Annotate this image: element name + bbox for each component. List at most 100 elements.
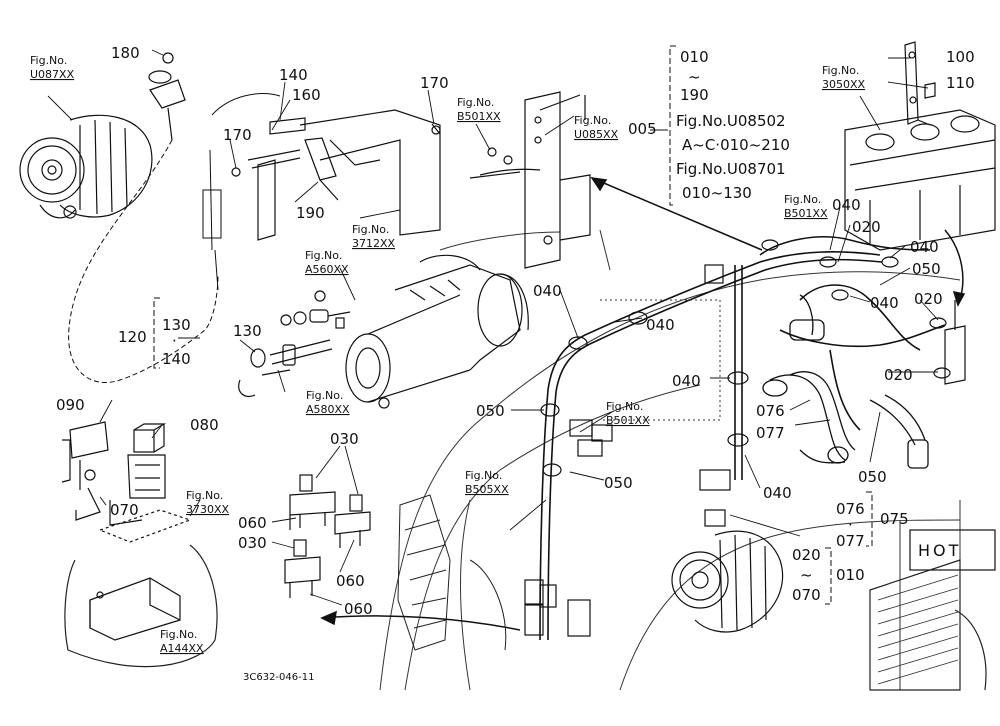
part-180: 180: [111, 44, 140, 62]
bracket-005-line1: 010: [680, 48, 709, 66]
part-060c: 060: [344, 600, 373, 618]
fig-a144-code: A144XX: [160, 642, 204, 655]
part-030a: 030: [330, 430, 359, 448]
bracket-005-line3: 190: [680, 86, 709, 104]
part-040b: 040: [646, 316, 675, 334]
bracket-005-code: 005: [628, 120, 657, 138]
part-040g: 040: [870, 294, 899, 312]
leader-lines: [47, 49, 939, 606]
part-140: 140: [279, 66, 308, 84]
part-020c: 020: [884, 366, 913, 384]
fig-a560-label: Fig.No.: [305, 249, 342, 262]
part-040f: 040: [910, 238, 939, 256]
fig-3712-label: Fig.No.: [352, 223, 389, 236]
bracket-120-dot: ·: [172, 332, 177, 350]
bracket-075-dot: ·: [848, 516, 853, 534]
fig-b501-right-code: B501XX: [784, 207, 828, 220]
bracket-005-line2: ~: [688, 68, 701, 86]
starter-bolts: [238, 290, 351, 398]
bracket-100-110: [904, 41, 936, 126]
fig-b501-mid-label: Fig.No.: [606, 400, 643, 413]
part-050d: 050: [858, 468, 887, 486]
part-020a: 020: [852, 218, 881, 236]
part-076: 076: [756, 402, 785, 420]
alternator-top-left: [19, 114, 153, 219]
part-170a: 170: [223, 126, 252, 144]
group-brackets: [153, 45, 873, 605]
bracket-010-code: 010: [836, 566, 865, 584]
part-020b: 020: [914, 290, 943, 308]
hoses-right: [762, 294, 929, 469]
fig-3050-code: 3050XX: [822, 78, 866, 91]
fig-u087-code: U087XX: [30, 68, 75, 81]
bracket-a144-inset: [64, 509, 218, 668]
part-040d: 040: [763, 484, 792, 502]
part-060a: 060: [238, 514, 267, 532]
hot-panel: [869, 529, 996, 691]
bracket-005-line6: Fig.No.U08701: [676, 160, 786, 178]
labels: 180 140 160 170 170 190 130 090 080 070 …: [30, 44, 975, 683]
tractor-hood-outline: [379, 229, 961, 691]
bracket-u085: [469, 91, 591, 269]
part-077: 077: [756, 424, 785, 442]
fig-3050-label: Fig.No.: [822, 64, 859, 77]
fig-u085-code: U085XX: [574, 128, 619, 141]
fig-a144-label: Fig.No.: [160, 628, 197, 641]
bracket-005-line5: A~C·010~210: [682, 136, 790, 154]
fig-b501-right-label: Fig.No.: [784, 193, 821, 206]
bracket-005-line7: 010~130: [682, 184, 752, 202]
part-100: 100: [946, 48, 975, 66]
fig-a560-code: A560XX: [305, 263, 349, 276]
bracket-parts: [231, 109, 441, 241]
main-wiring-harness: [539, 236, 946, 641]
fig-u087-label: Fig.No.: [30, 54, 67, 67]
figure-id: 3C632-046-11: [243, 672, 314, 683]
part-130: 130: [233, 322, 262, 340]
alternator-cable: [68, 93, 281, 383]
terminal-cap-180: [148, 52, 186, 141]
part-170b: 170: [420, 74, 449, 92]
fig-3730-code: 3730XX: [186, 503, 230, 516]
relay-block-center: [524, 264, 731, 637]
relay-bracket-090: [61, 421, 143, 526]
bracket-075-top: 076: [836, 500, 865, 518]
part-070: 070: [110, 501, 139, 519]
part-040e: 040: [832, 196, 861, 214]
alternator-lower: [671, 509, 784, 633]
part-050c: 050: [912, 260, 941, 278]
fig-a580-label: Fig.No.: [306, 389, 343, 402]
front-grille: [397, 494, 507, 651]
part-040a: 040: [533, 282, 562, 300]
bracket-075-bottom: 077: [836, 532, 865, 550]
engine-block-top-right: [844, 109, 996, 251]
fig-b505-label: Fig.No.: [465, 469, 502, 482]
bracket-010-bottom: 070: [792, 586, 821, 604]
part-080: 080: [190, 416, 219, 434]
bracket-005-line4: Fig.No.U08502: [676, 112, 786, 130]
part-030b: 030: [238, 534, 267, 552]
fig-u085-label: Fig.No.: [574, 114, 611, 127]
part-060b: 060: [336, 572, 365, 590]
fig-3712-code: 3712XX: [352, 237, 396, 250]
starter-motor: [345, 254, 529, 409]
bracket-010-top: 020: [792, 546, 821, 564]
part-050b: 050: [604, 474, 633, 492]
bracket-010-mid: ~: [800, 566, 813, 584]
part-160: 160: [292, 86, 321, 104]
bracket-right-020: [944, 300, 966, 385]
part-190: 190: [296, 204, 325, 222]
fig-b501-top-label: Fig.No.: [457, 96, 494, 109]
part-050a: 050: [476, 402, 505, 420]
part-090: 090: [56, 396, 85, 414]
part-040c: 040: [672, 372, 701, 390]
bracket-120-code: 120: [118, 328, 147, 346]
relay-080: [127, 423, 167, 499]
hot-panel-text: HOT: [918, 541, 961, 560]
fig-3730-label: Fig.No.: [186, 489, 223, 502]
bracket-120-bottom: 140: [162, 350, 191, 368]
bracket-120-top: 130: [162, 316, 191, 334]
bracket-075-code: 075: [880, 510, 909, 528]
fig-b501-top-code: B501XX: [457, 110, 501, 123]
part-110: 110: [946, 74, 975, 92]
